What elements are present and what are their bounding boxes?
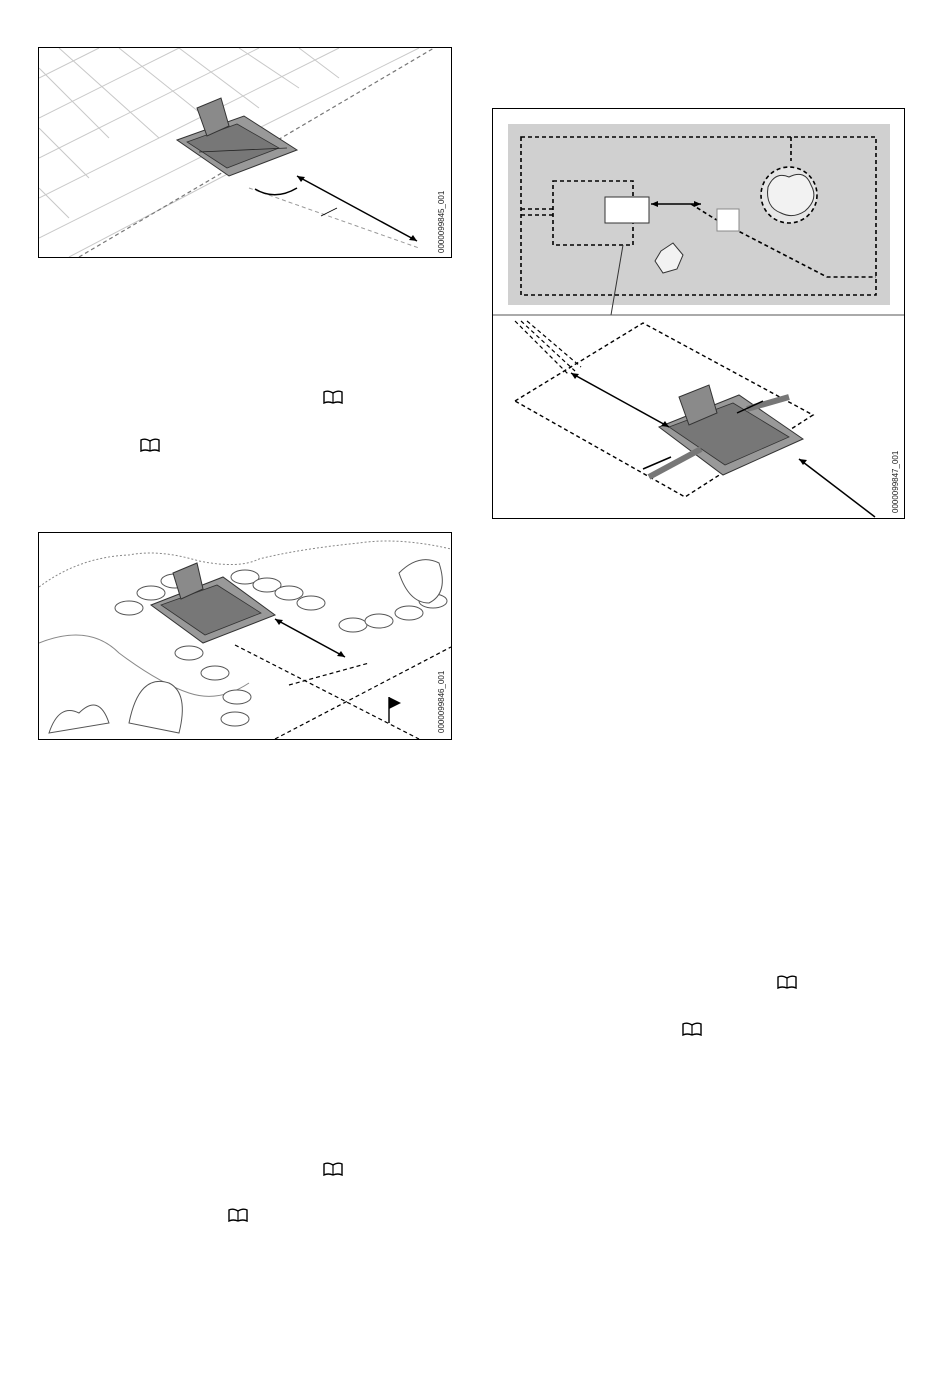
figure-docking-station-paved: 0000099845_001	[38, 47, 452, 258]
book-icon[interactable]	[323, 1162, 343, 1176]
illustration-paved-area	[39, 48, 451, 257]
flag-icon	[389, 697, 401, 709]
figure-docking-station-garden: 0000099846_001	[38, 532, 452, 740]
figure-code: 0000099847_001	[891, 451, 900, 513]
book-icon[interactable]	[682, 1022, 702, 1036]
docking-station	[649, 385, 803, 477]
book-icon[interactable]	[140, 438, 160, 452]
docking-station	[177, 98, 297, 176]
illustration-garden-area	[39, 533, 451, 739]
book-icon[interactable]	[323, 390, 343, 404]
book-icon[interactable]	[777, 975, 797, 989]
figure-docking-station-overview: 0000099847_001	[492, 108, 905, 519]
figure-code: 0000099846_001	[437, 671, 446, 733]
book-icon[interactable]	[228, 1208, 248, 1222]
illustration-lawn-plan	[493, 109, 904, 518]
figure-code: 0000099845_001	[437, 191, 446, 253]
